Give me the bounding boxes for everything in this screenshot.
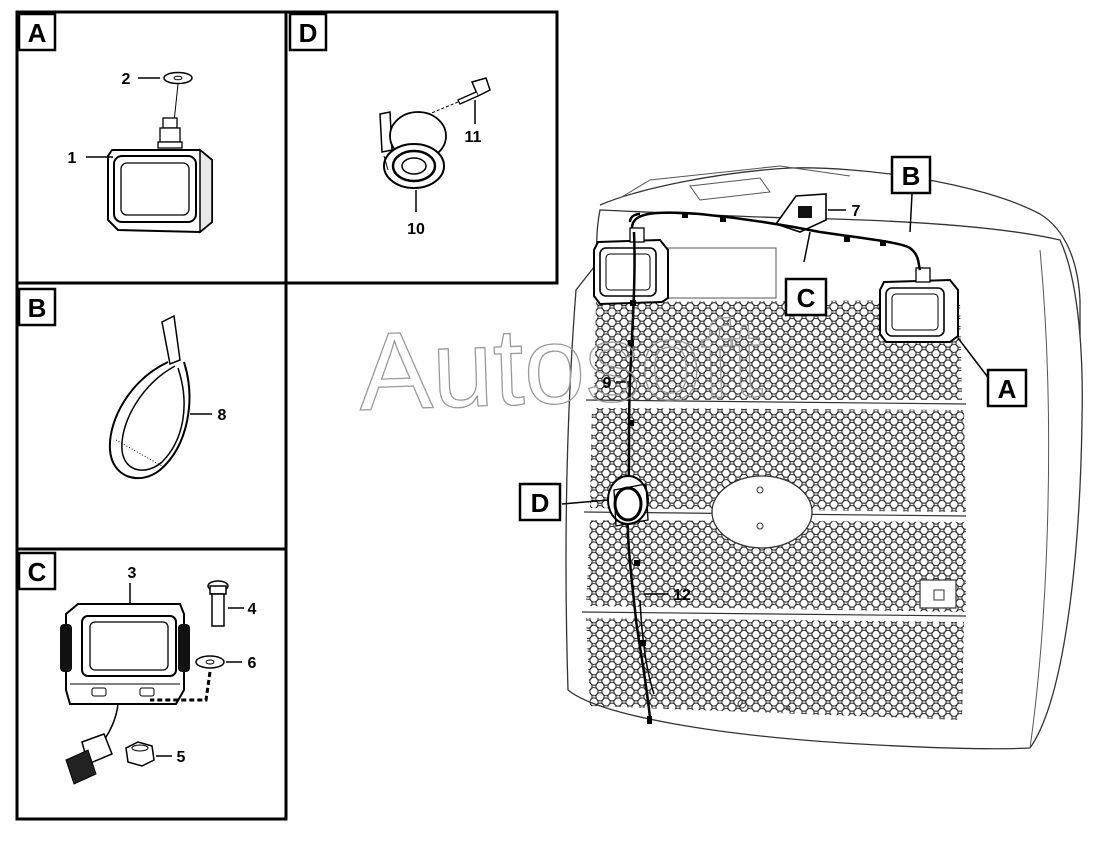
panel-d-label: D [299, 18, 318, 48]
callout-9: 9 [603, 375, 612, 392]
panel-d-label-box: D [288, 12, 328, 52]
panel-a-label-box: A [17, 12, 57, 52]
grille-mesh [586, 300, 966, 720]
panel-c-label-box: C [17, 551, 57, 591]
callout-box-a: A [986, 368, 1028, 408]
panel-c-label: C [28, 557, 47, 587]
panel-a-label: A [28, 18, 47, 48]
cable-tie-part [108, 314, 191, 480]
panel-c: C 3 4 [15, 547, 288, 821]
callout-2: 2 [122, 71, 131, 88]
callout-12: 12 [673, 587, 691, 604]
callout-4: 4 [248, 601, 257, 618]
svg-text:A: A [998, 374, 1017, 404]
washer-6-part [195, 655, 225, 669]
callout-8: 8 [218, 407, 227, 424]
callout-5: 5 [177, 749, 186, 766]
callout-10: 10 [407, 221, 425, 238]
panel-b-label: B [28, 293, 47, 323]
right-work-lamp [879, 267, 959, 343]
svg-text:D: D [531, 488, 550, 518]
callout-box-c: C [784, 277, 828, 317]
work-lamp-part [107, 117, 213, 234]
callout-11: 11 [465, 129, 482, 146]
left-work-lamp [593, 227, 669, 306]
svg-text:B: B [902, 161, 921, 191]
panel-b: B 8 [15, 281, 288, 551]
panel-d: D 11 10 [284, 10, 559, 285]
grille-horn [607, 475, 649, 527]
harness-clips [628, 212, 886, 724]
panel-b-label-box: B [17, 287, 57, 327]
callout-6: 6 [248, 655, 257, 672]
callout-box-d: D [518, 482, 562, 522]
horn-part [379, 111, 447, 189]
svg-text:C: C [797, 283, 816, 313]
callout-1: 1 [68, 150, 77, 167]
callout-7: 7 [852, 203, 861, 220]
panel-a: A 2 1 [15, 10, 288, 285]
watermark-text: Autosoft [357, 297, 765, 434]
washer-part [163, 71, 193, 123]
callout-box-b: B [890, 155, 932, 195]
main-assembly: 7 9 12 [518, 155, 1083, 750]
camera-assembly-7 [774, 193, 827, 233]
nut-part [125, 741, 155, 767]
bolt-4-part [207, 580, 229, 627]
callout-3: 3 [128, 565, 137, 582]
camera-part [60, 603, 190, 785]
